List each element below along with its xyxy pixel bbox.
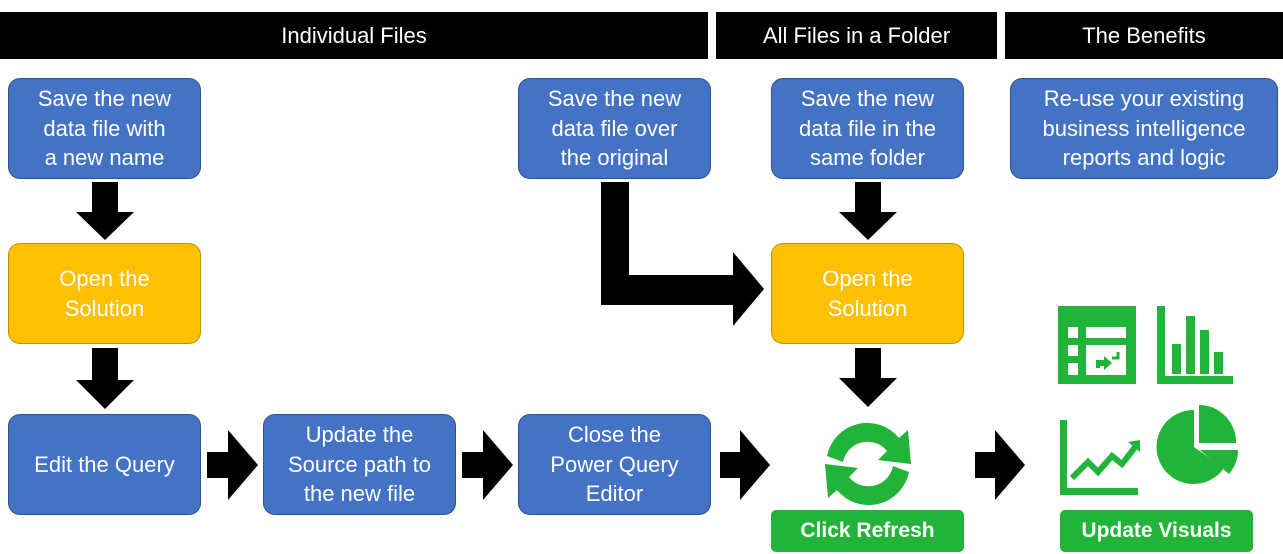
arrow-right-4 (975, 430, 1025, 500)
arrow-down-left-2 (76, 348, 134, 409)
arrow-right-2 (462, 430, 513, 500)
header-the-benefits: The Benefits (1005, 12, 1283, 59)
box-close-editor: Close the Power Query Editor (518, 414, 711, 515)
arrow-right-3 (720, 430, 770, 500)
box-update-source-path: Update the Source path to the new file (263, 414, 456, 515)
box-save-new-name: Save the new data file with a new name (8, 78, 201, 179)
box-save-same-folder: Save the new data file in the same folde… (771, 78, 964, 179)
box-open-solution-left: Open the Solution (8, 243, 201, 344)
pie-chart-icon (1156, 405, 1238, 484)
arrow-down-right-1 (839, 182, 897, 240)
line-chart-icon (1060, 420, 1140, 495)
refresh-icon (825, 422, 911, 506)
box-open-solution-right: Open the Solution (771, 243, 964, 344)
box-edit-query: Edit the Query (8, 414, 201, 515)
arrow-down-right-2 (839, 348, 897, 407)
box-save-over-original: Save the new data file over the original (518, 78, 711, 179)
bar-chart-icon (1157, 306, 1233, 384)
label-click-refresh: Click Refresh (771, 510, 964, 552)
table-refresh-icon (1058, 306, 1136, 384)
arrow-down-left-1 (76, 182, 134, 240)
label-update-visuals: Update Visuals (1060, 510, 1253, 552)
header-individual-files: Individual Files (0, 12, 708, 59)
arrow-right-1 (207, 430, 258, 500)
header-all-files-in-folder: All Files in a Folder (716, 12, 997, 59)
arrow-bent (601, 182, 764, 326)
box-reuse-reports: Re-use your existing business intelligen… (1010, 78, 1278, 179)
